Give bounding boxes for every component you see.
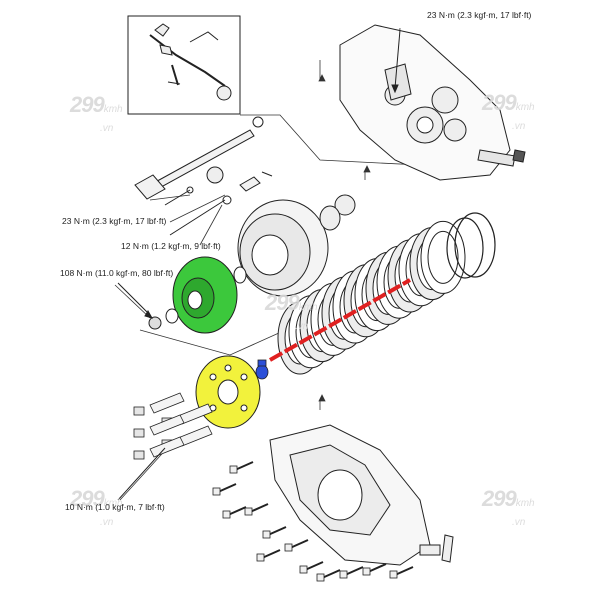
cover-bolt-shank	[394, 566, 414, 576]
leader-arrows	[117, 29, 401, 501]
cover-bolt-head	[222, 510, 231, 519]
torque-label-left-upper: 23 N·m (2.3 kgf·m, 17 lbf·ft)	[62, 216, 167, 226]
shift-shaft	[134, 116, 273, 205]
cover-bolt-head	[212, 487, 221, 496]
cover-bolt-head	[244, 507, 253, 516]
pressure-plate	[195, 355, 261, 429]
torque-label-mid: 12 N·m (1.2 kgf·m, 9 lbf·ft)	[121, 241, 221, 251]
cover-bolt-shank	[344, 566, 364, 576]
cover-bolt-head	[316, 573, 325, 582]
cover-bolt-head	[299, 565, 308, 574]
watermark-bottom-right: 299kmh .vn	[482, 486, 535, 528]
cover-bolt-head	[339, 570, 348, 579]
cover-bolts	[212, 461, 414, 582]
watermark-center: 299kmh .vn	[265, 290, 318, 332]
cover-bolt-head	[389, 570, 398, 579]
cover-bolt-shank	[267, 526, 287, 536]
clutch-spring	[149, 436, 185, 458]
watermark-top-left: 299kmh .vn	[70, 92, 123, 134]
clutch-spring	[149, 414, 185, 436]
clutch-outer	[233, 194, 356, 297]
cover-bolt-head	[256, 553, 265, 562]
cover-bolt-head	[284, 543, 293, 552]
cover-bolt-shank	[217, 483, 237, 493]
cover-bolt-shank	[289, 539, 309, 549]
clutch-plate-hole	[427, 230, 459, 284]
lifter-bolt	[255, 359, 269, 380]
cover-bolt-head	[229, 465, 238, 474]
cover-bolt-shank	[261, 549, 281, 559]
clutch-plate-stack	[277, 220, 466, 375]
lifter-rod	[269, 278, 411, 362]
cover-bolt-shank	[234, 461, 254, 471]
cover-bolt-head	[362, 567, 371, 576]
clutch-bolt-head	[133, 406, 145, 416]
cover-bolt-shank	[367, 563, 387, 573]
cover-bolt-shank	[227, 506, 247, 516]
watermark-top-right: 299kmh .vn	[482, 90, 535, 132]
torque-label-hub-nut: 108 N·m (11.0 kgf·m, 80 lbf·ft)	[60, 268, 174, 278]
clutch-bolt-head	[133, 428, 145, 438]
o-rings	[446, 212, 496, 279]
cover-bolt-shank	[249, 503, 269, 513]
clutch-spring	[149, 392, 185, 414]
clutch-bolt-head	[133, 450, 145, 460]
watermark-bottom-left: 299kmh .vn	[70, 486, 123, 528]
torque-label-bottom-bolts: 10 N·m (1.0 kgf·m, 7 lbf·ft)	[65, 502, 165, 512]
cover-bolt-head	[262, 530, 271, 539]
cover-bolt-shank	[321, 569, 341, 579]
engine-case	[339, 24, 526, 181]
inset-shift-linkage	[127, 15, 241, 115]
torque-label-top-right: 23 N·m (2.3 kgf·m, 17 lbf·ft)	[427, 10, 532, 20]
clutch-springs-bolts	[133, 392, 213, 460]
cover-bolt-shank	[304, 561, 324, 571]
clutch-center	[148, 256, 238, 334]
clutch-cover	[269, 424, 454, 566]
